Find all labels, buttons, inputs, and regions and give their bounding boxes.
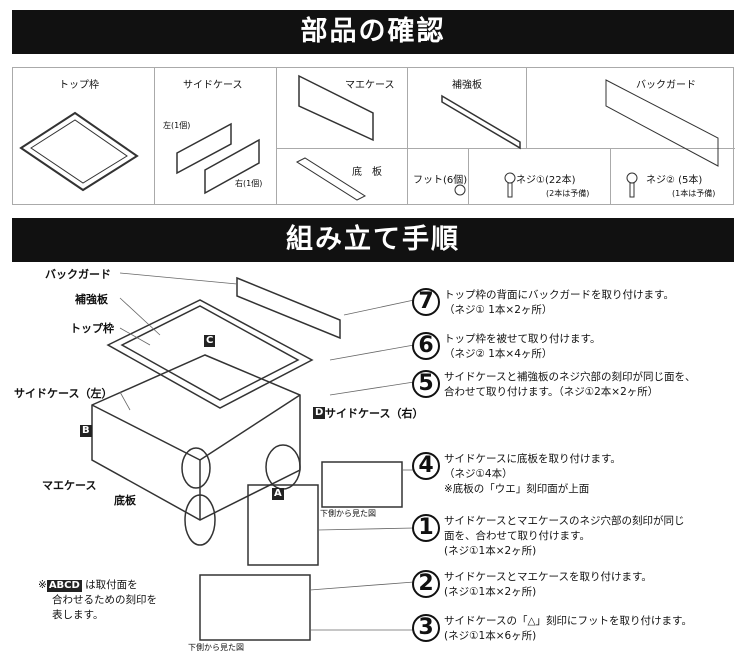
front-bottom-drawing (295, 74, 374, 201)
step-text: トップ枠を被せて取り付けます。 (444, 333, 601, 345)
note-text: は取付面を (85, 579, 138, 591)
marks-note: ※ABCD は取付面を 合わせるための刻印を 表します。 (38, 578, 157, 623)
label-bottom: 底板 (114, 494, 136, 507)
step-number: 4 (412, 452, 440, 480)
part-front-and-bottom: マエケース 底 板 (277, 68, 408, 204)
step-number: 3 (412, 614, 440, 642)
label-front-case: マエケース (42, 479, 97, 492)
step-number: 5 (412, 370, 440, 398)
part-right-group: 補強板 バックガード フット(6個) ネジ①(22本) (2本は予備) ネジ② … (408, 68, 735, 204)
step-text: トップ枠の背面にバックガードを取り付けます。 (444, 289, 674, 301)
step-1: 1 サイドケースとマエケースのネジ穴部の刻印が同じ面を、合わせて取り付けます。 (ネ… (412, 514, 684, 559)
step-text: サイドケースとマエケースのネジ穴部の刻印が同じ (444, 515, 685, 527)
part-top-frame: トップ枠 (13, 68, 155, 204)
part-label: フット(6個) (413, 175, 468, 186)
step-number: 1 (412, 514, 440, 542)
step-7: 7 トップ枠の背面にバックガードを取り付けます。 （ネジ① 1本×2ヶ所） (412, 288, 674, 318)
parts-check-title: 部品の確認 (12, 10, 734, 54)
mark-b: B (80, 425, 92, 437)
step-2: 2 サイドケースとマエケースを取り付けます。 (ネジ①1本×2ヶ所) (412, 570, 652, 600)
step-text: 面を、合わせて取り付けます。 (444, 530, 590, 542)
step-6: 6 トップ枠を被せて取り付けます。 （ネジ② 1本×4ヶ所） (412, 332, 600, 362)
part-note: (2本は予備) (546, 189, 590, 198)
view-from-below-label: 下側から見た図 (188, 643, 244, 652)
part-label: バックガード (636, 80, 696, 91)
step-text: サイドケースに底板を取り付けます。 (444, 453, 621, 465)
step-text: サイドケースとマエケースを取り付けます。 (444, 571, 652, 583)
part-label: トップ枠 (59, 80, 99, 91)
step-text: （ネジ② 1本×4ヶ所） (444, 348, 553, 360)
step-5: 5 サイドケースと補強板のネジ穴部の刻印が同じ面を、合わせて取り付けます。（ネジ①… (412, 370, 695, 400)
parts-table: トップ枠 サイドケース 左(1個) 右(1個) マエケース 底 板 補強板 バッ… (12, 67, 735, 205)
step-text: サイドケースの「△」刻印にフットを取り付けます。 (444, 615, 692, 627)
part-label: ネジ①(22本) (516, 175, 576, 186)
mark-a: A (272, 488, 284, 500)
step-text: (ネジ①1本×2ヶ所) (444, 586, 537, 598)
step-text: （ネジ①4本） (444, 468, 513, 480)
note-prefix: ※ (38, 579, 47, 591)
step-text: （ネジ① 1本×2ヶ所） (444, 304, 553, 316)
part-label: 底 板 (352, 167, 382, 178)
step-3: 3 サイドケースの「△」刻印にフットを取り付けます。 (ネジ①1本×6ヶ所) (412, 614, 692, 644)
part-label-right: 右(1個) (235, 179, 263, 188)
part-side-case: サイドケース 左(1個) 右(1個) (155, 68, 277, 204)
mark-c: C (204, 335, 216, 347)
label-back-guard: バックガード (45, 268, 111, 281)
step-number: 2 (412, 570, 440, 598)
note-text: 表します。 (52, 609, 104, 621)
label-top-frame: トップ枠 (70, 322, 114, 335)
step-number: 7 (412, 288, 440, 316)
side-case-drawing (176, 122, 260, 195)
mark-d: D (313, 407, 326, 419)
step-text: 合わせて取り付けます。（ネジ①2本×2ヶ所） (444, 386, 659, 398)
step-number: 6 (412, 332, 440, 360)
parts-drawing (441, 79, 719, 198)
step-text: (ネジ①1本×6ヶ所) (444, 630, 537, 642)
label-reinforce: 補強板 (75, 293, 108, 306)
label-side-left: サイドケース（左） (14, 387, 113, 400)
top-frame-drawing (19, 111, 139, 192)
step-4: 4 サイドケースに底板を取り付けます。 （ネジ①4本） ※底板の「ウエ」刻印面が上面 (412, 452, 621, 497)
step-text: ※底板の「ウエ」刻印面が上面 (444, 483, 590, 495)
view-from-below-label: 下側から見た図 (320, 509, 376, 518)
part-label: ネジ② (5本) (646, 175, 703, 186)
step-text: サイドケースと補強板のネジ穴部の刻印が同じ面を、 (444, 371, 696, 383)
note-text: 合わせるための刻印を (52, 594, 157, 606)
part-label: マエケース (345, 80, 395, 91)
part-label: 補強板 (452, 80, 482, 91)
step-text: (ネジ①1本×2ヶ所) (444, 545, 537, 557)
label-side-right: サイドケース（右） (325, 407, 424, 420)
part-label: サイドケース (183, 80, 243, 91)
part-label-left: 左(1個) (163, 121, 191, 130)
assembly-title: 組み立て手順 (12, 218, 734, 262)
note-marks: ABCD (46, 580, 82, 592)
part-note: (1本は予備) (672, 189, 716, 198)
